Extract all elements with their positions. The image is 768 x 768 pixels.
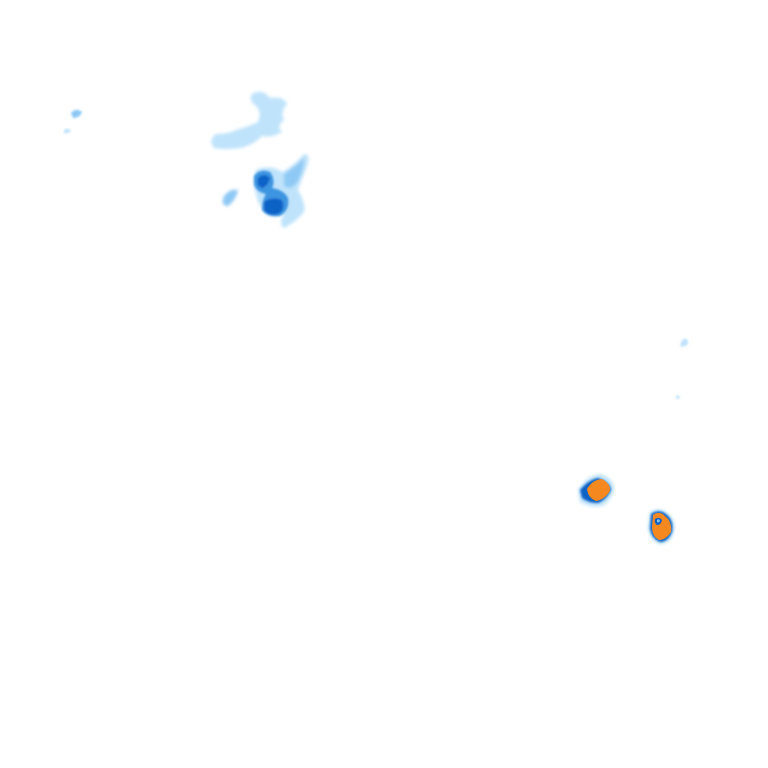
radar-cell-southeast-a: [578, 474, 614, 507]
radar-cell-east-trace: [676, 338, 688, 399]
radar-cell-north-cluster-light: [211, 91, 309, 228]
radar-cell-southeast-b: [648, 509, 675, 544]
radar-cell-north-cluster-core: [254, 170, 289, 217]
radar-cell-northwest-speck: [64, 109, 82, 134]
